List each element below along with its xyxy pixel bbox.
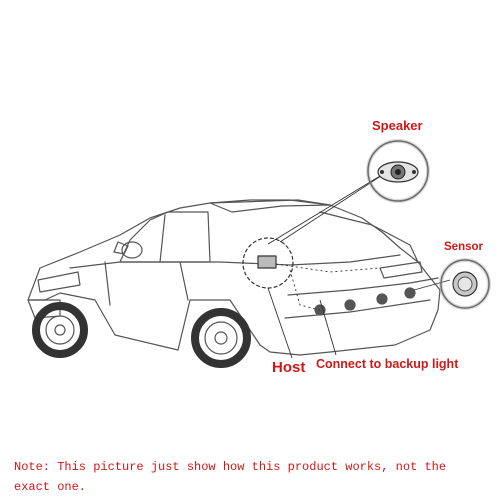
speaker-device-icon — [366, 139, 430, 203]
bumper-lower — [284, 299, 431, 319]
parking-sensor-icon — [439, 258, 491, 310]
bumper-sensor-4 — [404, 287, 416, 299]
host-guide-line — [267, 287, 293, 359]
backup-light-label: Connect to backup light — [316, 357, 459, 371]
host-label: Host — [272, 359, 306, 376]
disclaimer-note: Note: This picture just show how this pr… — [14, 460, 447, 494]
front-rim — [45, 315, 75, 345]
rear-door-line — [179, 261, 189, 301]
rear-window — [209, 199, 331, 213]
host-unit-icon — [257, 255, 277, 269]
rear-hub — [214, 331, 228, 345]
rear-bumper — [287, 277, 439, 296]
sensor-guide-line — [413, 279, 451, 291]
wiring-dashed — [275, 263, 381, 311]
steering-wheel — [121, 241, 143, 259]
rear-rim — [204, 321, 238, 355]
speaker-guide-line — [267, 175, 381, 245]
tail-light — [379, 261, 423, 279]
bumper-sensor-2 — [344, 299, 356, 311]
front-door-line — [104, 261, 111, 306]
sensor-label: Sensor — [444, 241, 483, 253]
speaker-guide-line-2 — [279, 169, 391, 243]
window-divider — [159, 214, 166, 263]
headlight — [37, 271, 81, 293]
bumper-sensor-3 — [376, 293, 388, 305]
car-body-outline — [27, 199, 441, 356]
belt-line — [69, 254, 401, 269]
trunk-lid — [319, 211, 419, 263]
speaker-label: Speaker — [372, 118, 423, 133]
front-hub — [54, 324, 66, 336]
rear-tire — [191, 308, 251, 368]
front-tire — [32, 302, 88, 358]
backup-guide-line — [319, 299, 337, 356]
